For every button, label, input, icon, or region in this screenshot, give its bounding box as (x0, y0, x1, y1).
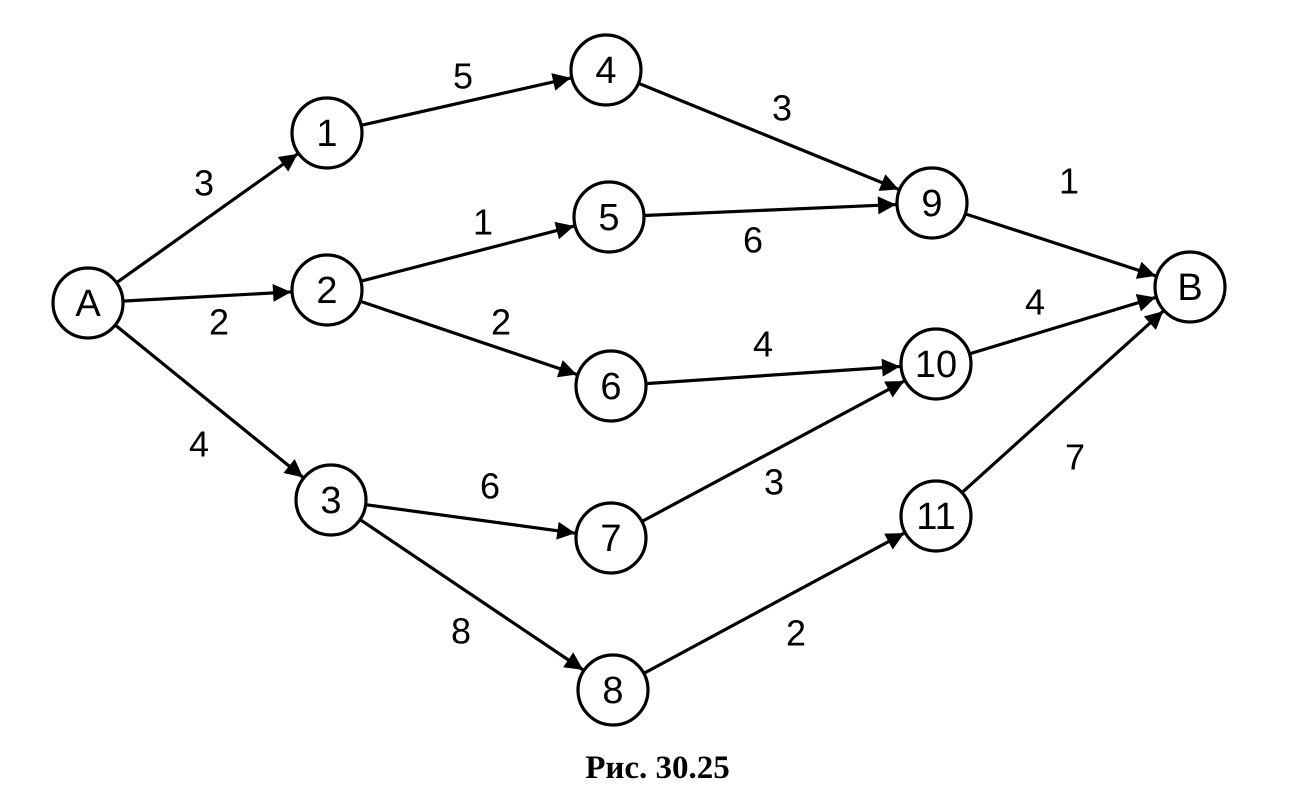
edge-weight-2-6: 2 (491, 302, 511, 343)
node-label-2: 2 (316, 270, 337, 312)
figure-caption: Рис. 30.25 (585, 750, 730, 786)
edge-weight-8-11: 2 (786, 613, 806, 654)
node-label-6: 6 (600, 366, 621, 408)
node-1: 1 (290, 96, 364, 170)
node-label-11: 11 (916, 496, 955, 538)
node-8: 8 (576, 653, 650, 727)
node-A: A (51, 266, 125, 340)
node-circle-3 (294, 463, 368, 537)
node-label-3: 3 (320, 480, 341, 522)
node-11: 11 (899, 479, 973, 553)
node-circle-A (51, 266, 125, 340)
node-circle-8 (576, 653, 650, 727)
edge-weight-10-B: 4 (1025, 282, 1045, 323)
edge-4-9 (637, 81, 900, 191)
node-circle-6 (574, 349, 648, 423)
edge-weight-9-B: 1 (1059, 161, 1079, 202)
node-6: 6 (574, 349, 648, 423)
edge-weight-A-2: 2 (209, 302, 229, 343)
edge-2-6 (359, 299, 578, 378)
node-4: 4 (569, 33, 643, 107)
edge-weight-2-5: 1 (473, 202, 493, 243)
edge-weight-A-1: 3 (194, 163, 214, 204)
node-10: 10 (899, 327, 973, 401)
node-7: 7 (574, 501, 648, 575)
edge-A-1 (115, 152, 299, 285)
edge-2-5 (360, 221, 575, 283)
edge-A-3 (114, 323, 305, 479)
node-label-5: 5 (598, 197, 619, 239)
node-label-B: B (1177, 267, 1202, 309)
node-2: 2 (290, 253, 364, 327)
network-diagram: 3 2 4 5 1 2 6 8 3 6 4 3 2 1 4 7 A 1 2 3 4 5 6 7 8 9 10 11 B (51, 33, 1227, 727)
edges-layer (114, 73, 1165, 675)
node-circle-1 (290, 96, 364, 170)
edge-9-B (964, 212, 1157, 279)
edge-weight-5-9: 6 (743, 220, 763, 261)
node-3: 3 (294, 463, 368, 537)
edge-5-9 (643, 196, 897, 218)
node-B: B (1153, 250, 1227, 324)
node-label-A: A (75, 283, 101, 325)
edge-A-2 (122, 283, 292, 303)
node-circle-4 (569, 33, 643, 107)
node-circle-10 (899, 327, 973, 401)
edge-1-4 (360, 73, 572, 127)
edge-weight-3-8: 8 (451, 611, 471, 652)
node-circle-2 (290, 253, 364, 327)
edge-weight-1-4: 5 (453, 56, 473, 97)
node-circle-5 (572, 180, 646, 254)
edge-weight-7-10: 3 (764, 462, 784, 503)
node-label-4: 4 (595, 50, 616, 92)
node-5: 5 (572, 180, 646, 254)
edge-7-10 (641, 379, 906, 523)
node-9: 9 (895, 166, 969, 240)
edge-weight-6-10: 4 (753, 324, 773, 365)
node-circle-11 (899, 479, 973, 553)
edge-weight-A-3: 4 (189, 424, 209, 465)
edge-3-7 (365, 503, 576, 540)
node-label-1: 1 (316, 113, 337, 155)
edge-10-B (969, 294, 1157, 356)
edge-3-8 (359, 518, 585, 672)
node-circle-B (1153, 250, 1227, 324)
node-label-7: 7 (600, 518, 621, 560)
edge-11-B (960, 309, 1165, 494)
edge-weight-4-9: 3 (772, 88, 792, 129)
node-label-9: 9 (921, 183, 942, 225)
edge-weight-11-B: 7 (1065, 437, 1085, 478)
node-label-10: 10 (915, 344, 957, 386)
node-circle-9 (895, 166, 969, 240)
weights-layer: 3 2 4 5 1 2 6 8 3 6 4 3 2 1 4 7 (189, 56, 1085, 654)
node-label-8: 8 (602, 670, 623, 712)
edge-8-11 (643, 531, 906, 675)
edge-6-10 (645, 358, 901, 386)
node-circle-7 (574, 501, 648, 575)
edge-weight-3-7: 6 (480, 466, 500, 507)
